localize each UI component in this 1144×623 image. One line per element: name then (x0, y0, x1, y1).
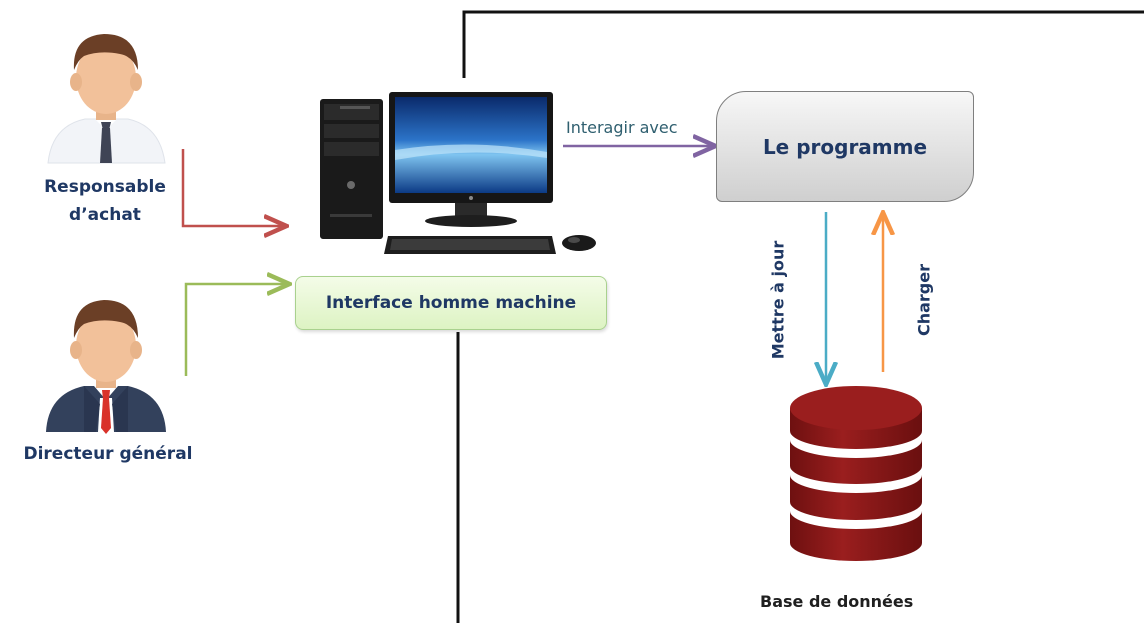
responsable-person-icon (47, 34, 166, 164)
database-icon (790, 386, 922, 561)
system-boundary (462, 10, 1144, 78)
load-edge-label: Charger (914, 263, 934, 337)
interface-node: Interface homme machine (295, 276, 607, 330)
computer-icon (320, 92, 596, 254)
responsable-label: Responsable d’achat (20, 173, 190, 229)
interact-edge-label: Interagir avec (566, 118, 678, 137)
interface-label: Interface homme machine (325, 293, 577, 313)
programme-node: Le programme (716, 91, 974, 202)
directeur-person-icon (46, 300, 166, 434)
programme-label: Le programme (762, 134, 928, 159)
responsable-label-line1: Responsable (44, 177, 166, 197)
arrow-directeur-to-interface (184, 284, 287, 376)
directeur-label: Directeur général (23, 444, 193, 464)
arrow-responsable-to-computer (181, 149, 284, 226)
update-edge-label: Mettre à jour (768, 240, 788, 360)
responsable-label-line2: d’achat (69, 205, 141, 225)
database-label: Base de données (760, 592, 914, 611)
